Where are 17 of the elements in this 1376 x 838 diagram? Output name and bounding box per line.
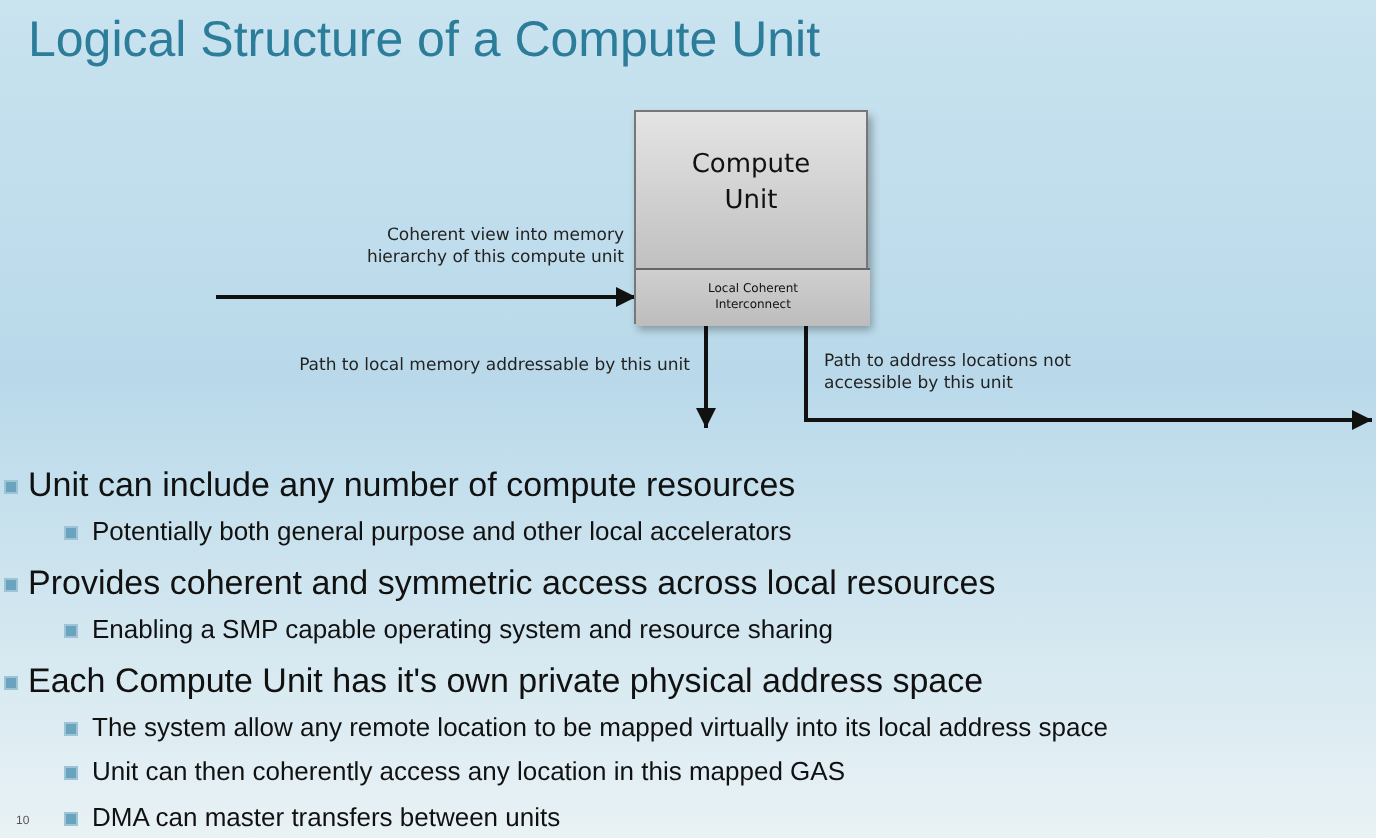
bullet-text: Unit can include any number of compute resources (28, 466, 796, 506)
bullet-text: Unit can then coherently access any location in this mapped GAS (92, 756, 845, 786)
bullet-text: Provides coherent and symmetric access across local resources (28, 564, 996, 604)
slide-title: Logical Structure of a Compute Unit (28, 12, 821, 70)
edge-label: Path to local memory addressable by this unit (297, 356, 690, 378)
compute-unit-box (634, 110, 868, 324)
bullet-text: Enabling a SMP capable operating system and resource sharing (92, 614, 833, 644)
edge-label: Path to address locations not accessible by this unit (824, 352, 1073, 396)
arrow (216, 287, 636, 307)
bullet-text: Potentially both general purpose and other local accelerators (92, 516, 792, 546)
edge-label: Coherent view into memory hierarchy of this compute unit (364, 226, 624, 270)
bullet-text: Each Compute Unit has it's own private physical address space (28, 662, 984, 702)
bullet-text: The system allow any remote location to be mapped virtually into its local address space (92, 712, 1108, 742)
arrow (696, 326, 716, 428)
arrow (804, 326, 1372, 430)
bullet-text: DMA can master transfers between units (92, 802, 561, 832)
node-title: Compute Unit (689, 148, 813, 220)
